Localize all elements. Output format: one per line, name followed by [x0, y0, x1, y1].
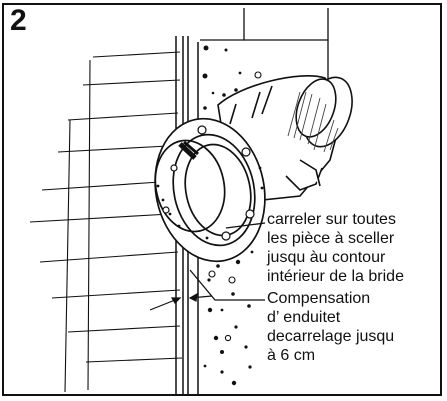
callout-line: Compensation [267, 290, 371, 307]
leader-lines [189, 222, 266, 301]
callout-line: à 6 cm [267, 347, 316, 364]
flange-bolt-holes [162, 125, 255, 241]
callout-compensation-instruction: Compensation d’ enduitet decarrelage jus… [267, 289, 394, 365]
fitting-shading [287, 91, 339, 153]
mortar-speckles [202, 45, 254, 386]
wall-tile-lines [29, 51, 183, 393]
callout-tiling-instruction: carreler sur toutes les pièce à sceller … [267, 210, 404, 286]
mortar-rings [208, 71, 262, 342]
step-number: 2 [10, 4, 27, 37]
callout-line: carreler sur toutes [267, 211, 396, 228]
callout-line: les pièce à sceller [267, 230, 395, 247]
callout-line: intérieur de la bride [267, 268, 404, 285]
callout-line: jusqu àu contour [267, 249, 386, 266]
callout-line: decarrelage jusqu [267, 328, 395, 345]
flange [154, 117, 266, 263]
flange-dots [156, 166, 264, 240]
callout-line: d’ enduitet [267, 309, 341, 326]
thickness-dimension [149, 292, 213, 311]
